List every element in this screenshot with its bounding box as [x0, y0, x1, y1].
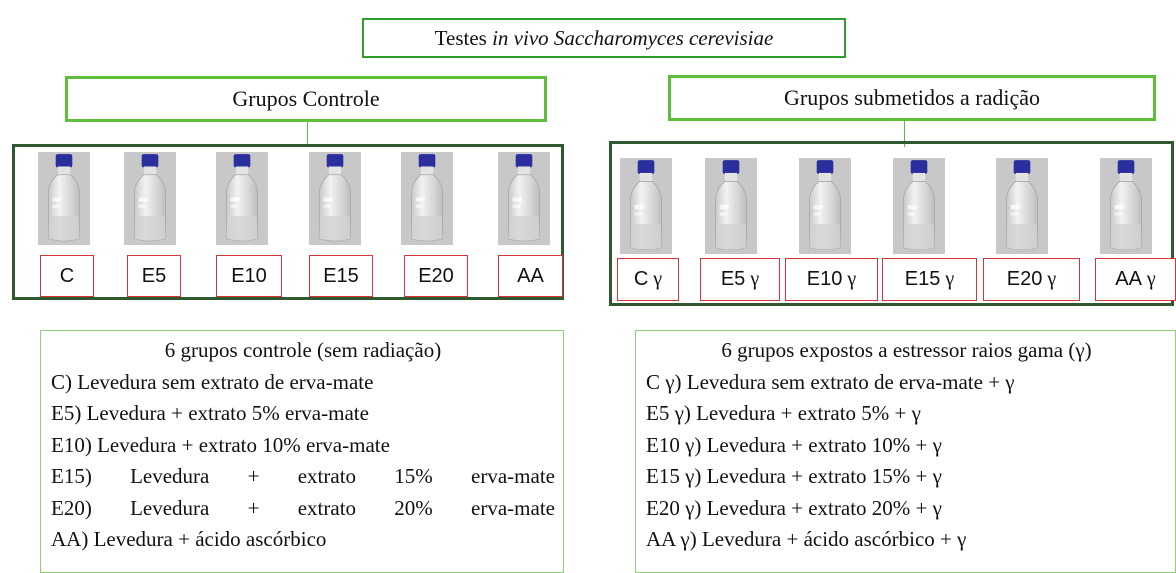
- control-bottle: [216, 152, 268, 245]
- irradiated-group-label-text: E15: [904, 268, 941, 290]
- control-group-label-text: C: [59, 264, 75, 287]
- laboratory-bottle-icon: [124, 152, 176, 245]
- diagram-title: Testes in vivo Saccharomyces cerevisiae: [362, 18, 846, 58]
- control-bottles-panel: [12, 144, 564, 300]
- irradiated-group-label-text: E10: [806, 268, 843, 290]
- title-italic: in vivo Saccharomyces cerevisiae: [492, 25, 774, 50]
- description-word: Levedura: [130, 464, 210, 488]
- connector-line-right: [904, 121, 905, 147]
- title-prefix: Testes: [434, 25, 487, 50]
- irradiated-group-label-text: E20: [1006, 268, 1043, 290]
- gamma-symbol: γ: [1047, 268, 1057, 290]
- irradiated-bottle: [1100, 158, 1152, 254]
- control-bottle: [124, 152, 176, 245]
- control-description-line: E15) Levedura + extrato 15% erva-mate: [51, 461, 555, 493]
- control-group-label: E20: [404, 255, 468, 297]
- laboratory-bottle-icon: [216, 152, 268, 245]
- control-groups-description: 6 grupos controle (sem radiação) C) Leve…: [40, 330, 564, 573]
- description-word: 15%: [394, 464, 433, 488]
- description-word: E15): [51, 464, 92, 488]
- irradiated-description-line: AA γ) Levedura + ácido ascórbico + γ: [646, 527, 967, 551]
- control-group-label: C: [40, 255, 94, 297]
- description-word: +: [247, 495, 260, 520]
- laboratory-bottle-icon: [309, 152, 361, 245]
- description-word: Levedura: [130, 495, 210, 520]
- laboratory-bottle-icon: [799, 158, 851, 254]
- gamma-symbol: γ: [945, 268, 955, 290]
- control-group-label-text: E20: [418, 264, 454, 287]
- control-description-line: AA) Levedura + ácido ascórbico: [51, 527, 327, 551]
- control-description-line: E5) Levedura + extrato 5% erva-mate: [51, 401, 369, 425]
- irradiated-groups-header: Grupos submetidos a radição: [668, 75, 1156, 121]
- description-word: extrato: [297, 495, 357, 520]
- control-description-heading: 6 grupos controle (sem radiação): [164, 338, 442, 362]
- irradiated-groups-header-label: Grupos submetidos a radição: [784, 85, 1040, 110]
- laboratory-bottle-icon: [705, 158, 757, 254]
- control-group-label: E10: [216, 255, 282, 297]
- control-group-label-text: E15: [323, 264, 359, 287]
- gamma-symbol: γ: [1146, 268, 1156, 290]
- description-word: E20): [51, 495, 92, 520]
- control-description-line: E20) Levedura + extrato 20% erva-mate: [51, 493, 555, 525]
- control-bottle: [38, 152, 90, 245]
- description-word: erva-mate: [471, 464, 555, 488]
- irradiated-description-heading: 6 grupos expostos a estressor raios gama…: [721, 338, 1092, 362]
- irradiated-bottles-panel: [609, 141, 1174, 306]
- laboratory-bottle-icon: [401, 152, 453, 245]
- irradiated-bottle: [620, 158, 672, 254]
- irradiated-bottle: [893, 158, 945, 254]
- irradiated-bottle: [799, 158, 851, 254]
- irradiated-group-label-text: AA: [1115, 268, 1142, 290]
- laboratory-bottle-icon: [498, 152, 550, 245]
- control-bottle: [498, 152, 550, 245]
- description-word: erva-mate: [471, 495, 555, 520]
- gamma-symbol: γ: [750, 268, 760, 290]
- control-group-label-text: E5: [141, 264, 167, 287]
- irradiated-group-label-text: E5: [720, 268, 746, 290]
- control-description-line: C) Levedura sem extrato de erva-mate: [51, 369, 374, 394]
- laboratory-bottle-icon: [996, 158, 1048, 254]
- irradiated-description-line: E15 γ) Levedura + extrato 15% + γ: [646, 464, 942, 488]
- connector-line-left: [307, 122, 308, 146]
- irradiated-description-line: E10 γ) Levedura + extrato 10% + γ: [646, 432, 942, 457]
- control-group-label-text: E10: [231, 264, 267, 287]
- gamma-symbol: γ: [847, 268, 857, 290]
- control-group-label-text: AA: [517, 264, 544, 287]
- control-groups-header: Grupos Controle: [65, 76, 547, 122]
- laboratory-bottle-icon: [1100, 158, 1152, 254]
- irradiated-group-label-text: C: [633, 268, 649, 290]
- irradiated-description-line: E5 γ) Levedura + extrato 5% + γ: [646, 401, 921, 425]
- control-group-label: AA: [498, 255, 563, 297]
- laboratory-bottle-icon: [620, 158, 672, 254]
- irradiated-description-line: C γ) Levedura sem extrato de erva-mate +…: [646, 369, 1015, 394]
- control-description-line: E10) Levedura + extrato 10% erva-mate: [51, 432, 390, 457]
- control-group-label: E5: [127, 255, 181, 297]
- irradiated-bottle: [705, 158, 757, 254]
- description-word: 20%: [394, 495, 433, 520]
- description-word: extrato: [297, 464, 357, 488]
- irradiated-description-line: E20 γ) Levedura + extrato 20% + γ: [646, 495, 942, 520]
- description-word: +: [247, 464, 260, 488]
- irradiated-bottle: [996, 158, 1048, 254]
- laboratory-bottle-icon: [893, 158, 945, 254]
- irradiated-groups-description: 6 grupos expostos a estressor raios gama…: [635, 330, 1176, 573]
- control-group-label: E15: [309, 255, 373, 297]
- control-bottle: [401, 152, 453, 245]
- control-bottle: [309, 152, 361, 245]
- gamma-symbol: γ: [653, 268, 663, 290]
- control-groups-header-label: Grupos Controle: [232, 86, 380, 111]
- laboratory-bottle-icon: [38, 152, 90, 245]
